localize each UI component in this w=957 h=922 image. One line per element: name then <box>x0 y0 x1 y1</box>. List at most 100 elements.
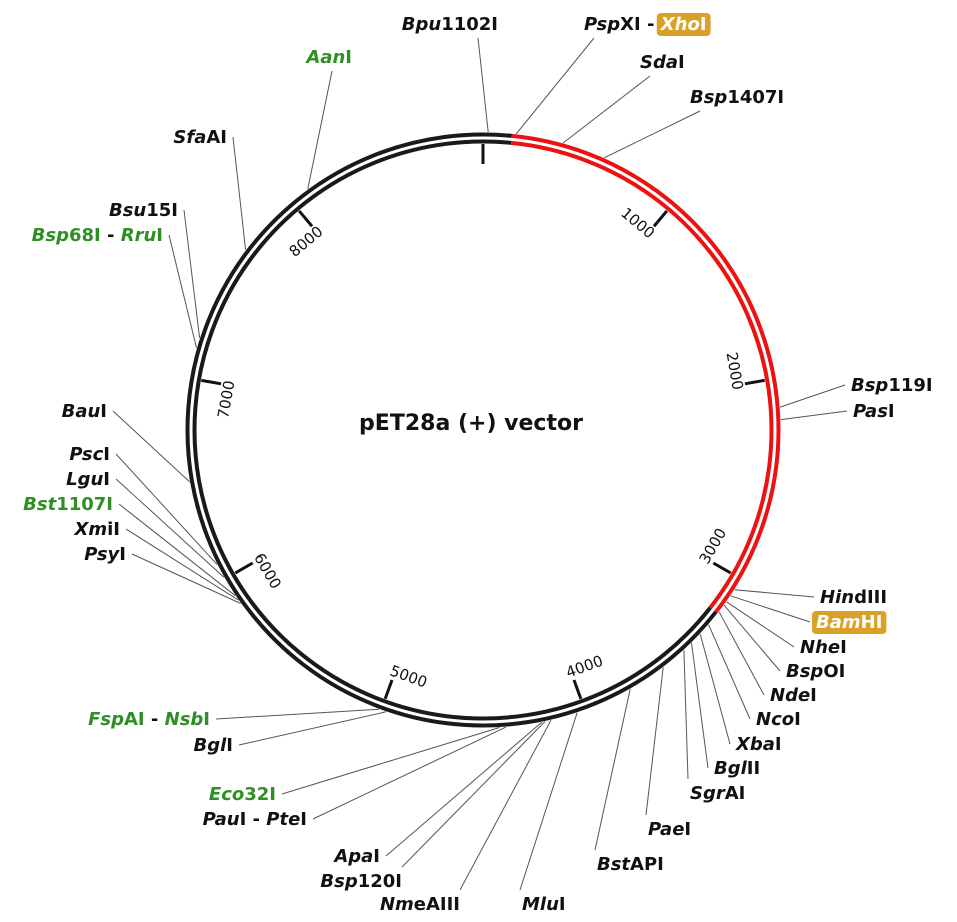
site-part-bamhi-1: HI <box>861 612 883 633</box>
site-part-mlui-1: I <box>559 894 566 915</box>
tick-label-2000: 2000 <box>723 351 747 392</box>
leader-bsp119i <box>779 384 846 408</box>
site-text-xbai: XbaI <box>735 734 782 755</box>
site-part-apai-1: I <box>373 846 380 867</box>
tick-label-4000: 4000 <box>563 652 605 682</box>
site-text-bpu1102i: Bpu1102I <box>402 14 498 35</box>
tick-label-6000: 6000 <box>250 550 285 592</box>
site-part-psci-0: Psc <box>69 444 103 465</box>
site-part-paui-ptei-3: I <box>300 809 307 830</box>
site-part-bpu1102i-1: 1102I <box>441 14 498 35</box>
site-label-bsp68i-rrui: Bsp68I - RruI <box>32 225 163 246</box>
site-part-psci-1: I <box>103 444 110 465</box>
site-part-eco32i-1: 32I <box>244 784 276 805</box>
site-label-bspoi: BspOI <box>786 661 845 682</box>
site-part-pspxi-xhoi-3: I <box>700 14 707 35</box>
site-label-ncoi: NcoI <box>756 709 801 730</box>
plasmid-title: pET28a (+) vector <box>359 411 583 436</box>
site-part-bsp68i-rrui-2: - <box>101 225 121 246</box>
leader-apai <box>385 721 543 857</box>
site-part-lgui-0: Lgu <box>66 469 103 490</box>
tick-2000 <box>744 378 765 386</box>
site-text-nhei: NheI <box>800 637 847 658</box>
site-part-pasi-1: I <box>888 401 895 422</box>
leader-sgrai <box>683 650 689 780</box>
site-part-nhei-1: I <box>840 637 847 658</box>
site-part-psyi-1: I <box>119 544 126 565</box>
site-part-bst1107i-1: 1107I <box>56 494 113 515</box>
tick-7000 <box>201 378 222 386</box>
site-part-bgli-1: I <box>226 735 233 756</box>
leader-sfaai <box>232 136 247 250</box>
site-label-ndei: NdeI <box>770 685 817 706</box>
leader-bsp68i-rrui <box>168 234 197 349</box>
leader-bst1107i <box>118 503 236 597</box>
site-label-paui-ptei: PauI - PteI <box>203 809 307 830</box>
site-label-psci: PscI <box>69 444 110 465</box>
site-part-xmii-0: Xm <box>73 519 107 540</box>
site-label-bgli: BglI <box>194 735 233 756</box>
site-part-xbai-1: I <box>775 734 782 755</box>
site-text-sdai: SdaI <box>640 52 685 73</box>
site-label-psyi: PsyI <box>84 544 126 565</box>
leader-bsp1407i <box>603 110 701 159</box>
site-part-paei-0: Pae <box>648 819 684 840</box>
site-part-eco32i-0: Eco <box>209 784 244 805</box>
site-part-sgrai-0: Sgr <box>690 783 726 804</box>
site-label-pasi: PasI <box>853 401 895 422</box>
site-part-fspai-nsbi-3: Nsb <box>165 709 204 730</box>
site-text-bgli: BglI <box>194 735 233 756</box>
site-part-ncoi-1: I <box>794 709 801 730</box>
tick-label-7000: 7000 <box>214 379 238 420</box>
site-label-sfaai: SfaAI <box>173 127 227 148</box>
site-text-eco32i: Eco32I <box>209 784 276 805</box>
site-text-fspai-nsbi: FspAI - NsbI <box>88 709 210 730</box>
site-part-bsp68i-rrui-3: Rru <box>121 225 157 246</box>
site-part-bsp119i-1: 119I <box>888 375 932 396</box>
site-label-bamhi: BamHI <box>812 611 887 634</box>
site-part-pspxi-xhoi-2: Xho <box>660 14 700 35</box>
site-label-eco32i: Eco32I <box>209 784 276 805</box>
site-part-paui-ptei-1: I - <box>240 809 267 830</box>
site-text-hindiii: HindIII <box>820 587 887 608</box>
site-part-psyi-0: Psy <box>84 544 120 565</box>
site-part-bglii-1: II <box>747 758 760 779</box>
leader-ncoi <box>708 624 751 720</box>
site-part-fspai-nsbi-0: Fsp <box>88 709 124 730</box>
site-text-bspoi: BspOI <box>786 661 845 682</box>
site-text-bsu15i: Bsu15I <box>109 200 178 221</box>
site-part-hindiii-0: Hin <box>820 587 854 608</box>
site-label-hindiii: HindIII <box>820 587 887 608</box>
leader-nhei <box>726 601 795 648</box>
tick-8000 <box>298 209 314 228</box>
site-label-bsu15i: Bsu15I <box>109 200 178 221</box>
tick-5000 <box>383 679 394 700</box>
site-part-bsp1407i-1: 1407I <box>727 87 784 108</box>
site-text-bamhi: BamHI <box>816 612 882 633</box>
site-text-ndei: NdeI <box>770 685 817 706</box>
site-label-bst1107i: Bst1107I <box>23 494 113 515</box>
tick-4000 <box>572 679 583 700</box>
leader-pspxi-xhoi <box>515 37 595 135</box>
site-part-bsp119i-0: Bsp <box>851 375 888 396</box>
site-part-baui-1: I <box>100 401 107 422</box>
site-text-bsp119i: Bsp119I <box>851 375 933 396</box>
site-part-bsu15i-1: 15I <box>146 200 178 221</box>
leader-mlui <box>519 712 578 891</box>
leader-xbai <box>699 633 731 745</box>
site-part-sdai-1: I <box>678 52 685 73</box>
site-part-apai-0: Apa <box>332 846 373 867</box>
site-label-sdai: SdaI <box>640 52 685 73</box>
tick-6000 <box>234 561 254 575</box>
leader-psyi <box>131 553 241 604</box>
leader-bsp120i <box>401 721 546 868</box>
site-label-baui: BauI <box>62 401 107 422</box>
site-part-xbai-0: Xba <box>735 734 775 755</box>
site-label-fspai-nsbi: FspAI - NsbI <box>88 709 210 730</box>
site-part-mlui-0: Mlu <box>522 894 559 915</box>
site-part-lgui-1: I <box>103 469 110 490</box>
site-part-bamhi-0: Bam <box>816 612 861 633</box>
site-part-bstapi-1: API <box>630 854 664 875</box>
site-part-bsp1407i-0: Bsp <box>690 87 727 108</box>
site-text-mlui: MluI <box>522 894 566 915</box>
